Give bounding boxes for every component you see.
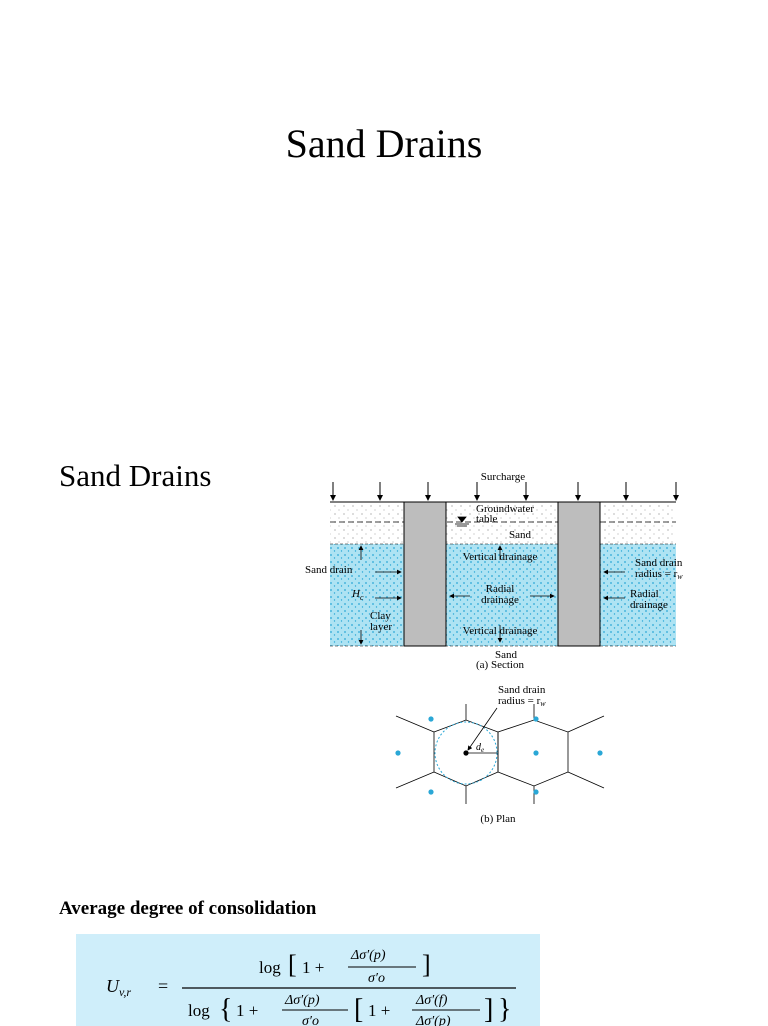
sand-layer-top xyxy=(330,502,676,544)
label-groundwater-table: table xyxy=(476,513,497,525)
eq-brace-close: } xyxy=(498,994,511,1025)
label-radius-rw: radius = rw xyxy=(635,568,683,581)
eq-bracket: [ xyxy=(288,950,297,979)
label-vertical-drainage-top: Vertical drainage xyxy=(463,551,538,563)
groundwater-symbol xyxy=(455,516,469,527)
eq-lhs: Uv,r xyxy=(106,976,131,999)
label-sand-top: Sand xyxy=(509,529,532,541)
eq-den-oneplus-1: 1 + xyxy=(236,1001,258,1020)
eq-den-bracket: [ xyxy=(354,994,363,1025)
eq-brace: { xyxy=(219,994,232,1025)
caption-section: (a) Section xyxy=(476,659,524,671)
eq-bracket-close: ] xyxy=(422,950,431,979)
label-surcharge: Surcharge xyxy=(481,471,526,483)
eq-den-sigma-o: σ′o xyxy=(302,1014,319,1026)
surcharge-arrows xyxy=(330,482,679,501)
section-heading: Sand Drains xyxy=(59,458,212,493)
plan-diagram: Sand drain radius = rw de (b) Plan xyxy=(395,684,605,825)
label-layer: layer xyxy=(370,621,392,633)
plan-drain-dots xyxy=(395,716,603,795)
label-sand-bottom: Sand xyxy=(495,649,518,661)
eq-den-dsigma-p: Δσ′(p) xyxy=(284,993,320,1008)
eq-equals: = xyxy=(158,976,168,996)
average-consolidation-heading: Average degree of consolidation xyxy=(59,898,317,919)
label-radial-center: Radial xyxy=(486,583,515,595)
section-diagram: Surcharge Groundwater table Sand Vertica… xyxy=(305,471,683,671)
eq-num-dsigma-p: Δσ′(p) xyxy=(350,948,386,963)
caption-plan: (b) Plan xyxy=(480,813,516,825)
label-vertical-drainage-bottom: Vertical drainage xyxy=(463,625,538,637)
label-sand-drain-right: Sand drain xyxy=(635,557,683,569)
slide-title: Sand Drains xyxy=(285,121,483,166)
label-sand-drain-left: Sand drain xyxy=(305,564,353,576)
hexagon-grid xyxy=(395,704,605,804)
label-drainage-center: drainage xyxy=(481,594,519,606)
eq-den-dsigma-p2: Δσ′(p) xyxy=(415,1014,451,1026)
label-groundwater: Groundwater xyxy=(476,503,534,515)
eq-num-sigma-o: σ′o xyxy=(368,971,385,986)
label-radial-right: Radial xyxy=(630,588,659,600)
eq-den-dsigma-f: Δσ′(f) xyxy=(415,993,448,1008)
sand-drain-right xyxy=(557,501,601,647)
sand-drain-figure: Surcharge Groundwater table Sand Vertica… xyxy=(305,471,683,825)
eq-den-oneplus-2: 1 + xyxy=(368,1001,390,1020)
label-de: de xyxy=(476,742,484,754)
eq-den-bracket-close: ] xyxy=(484,994,493,1025)
eq-num-log: log xyxy=(259,958,281,977)
label-plan-sand-drain: Sand drain xyxy=(498,684,546,696)
label-clay: Clay xyxy=(370,610,391,622)
eq-num-oneplus: 1 + xyxy=(302,958,324,977)
label-hc: Hc xyxy=(351,588,364,602)
sand-drain-left xyxy=(403,501,447,647)
eq-den-log: log xyxy=(188,1001,210,1020)
label-plan-radius: radius = rw xyxy=(498,695,546,708)
drainage-arrows xyxy=(358,545,625,645)
consolidation-equation: Uv,r = log [ 1 + Δσ′(p) σ′o ] log { 1 + … xyxy=(76,934,540,1026)
label-drainage-right: drainage xyxy=(630,599,668,611)
